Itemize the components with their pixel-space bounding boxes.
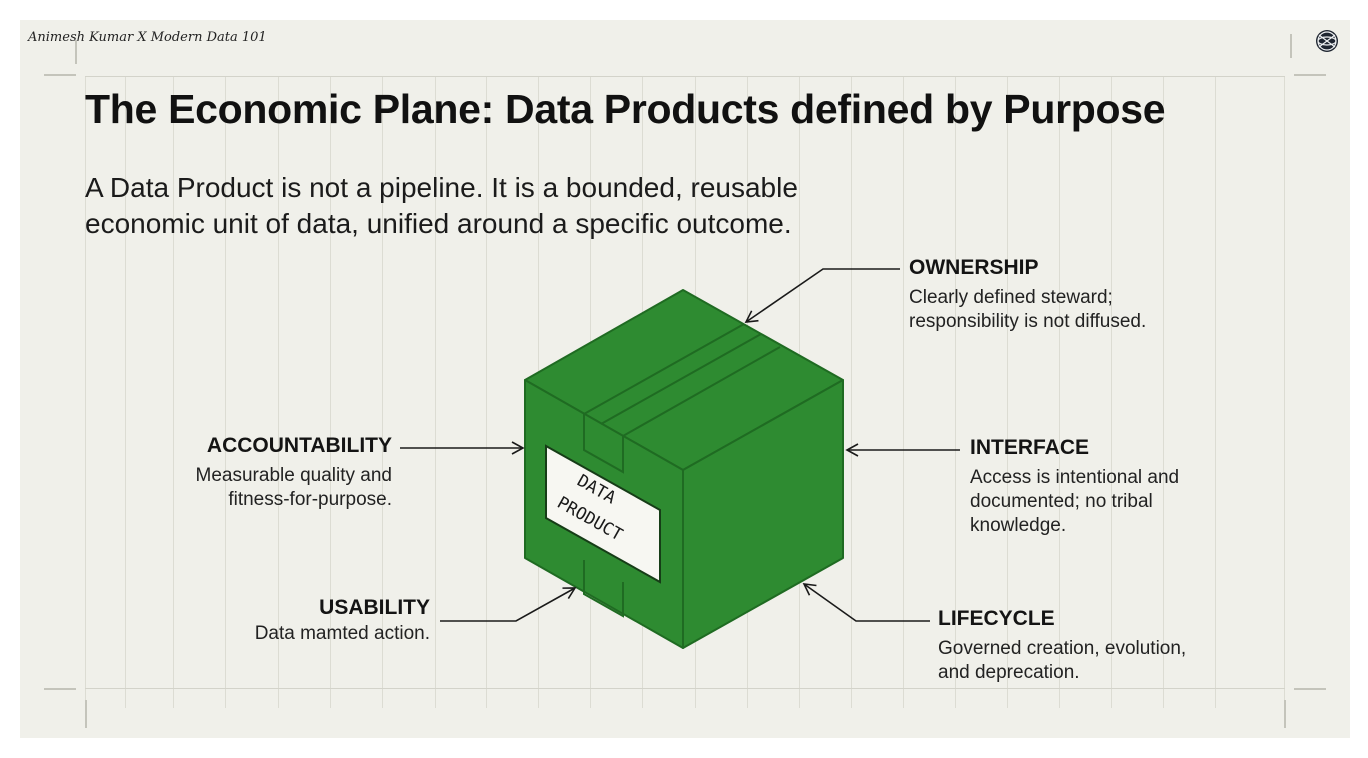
usability-callout: USABILITY Data mamted action.	[200, 596, 430, 646]
corner-mark	[44, 74, 76, 76]
interface-heading: INTERFACE	[970, 436, 1090, 459]
corner-mark	[1294, 74, 1326, 76]
interface-line: Access is intentional and	[970, 467, 1180, 488]
interface-description: Access is intentional and documented; no…	[970, 466, 1179, 538]
grid-line	[435, 76, 436, 708]
subtitle-line: economic unit of data, unified around a …	[85, 208, 792, 239]
accountability-heading: ACCOUNTABILITY	[206, 434, 392, 457]
subtitle: A Data Product is not a pipeline. It is …	[85, 170, 985, 242]
lifecycle-heading: LIFECYCLE	[938, 607, 1055, 630]
accountability-callout: ACCOUNTABILITY Measurable quality and fi…	[160, 434, 392, 512]
grid-line	[486, 76, 487, 708]
grid-line	[85, 76, 86, 708]
box-tape	[583, 323, 781, 437]
usability-heading: USABILITY	[319, 596, 430, 619]
interface-line: documented; no tribal	[970, 491, 1153, 512]
grid-line	[85, 688, 1285, 689]
lifecycle-connector	[802, 583, 930, 622]
box-label	[545, 444, 661, 584]
ownership-line: Clearly defined steward;	[909, 287, 1113, 308]
grid-line	[1007, 76, 1008, 708]
accountability-line: Measurable quality and	[195, 465, 392, 486]
grid-line	[85, 76, 1285, 77]
author-credit: Animesh Kumar X Modern Data 101	[28, 30, 267, 45]
interface-callout: INTERFACE Access is intentional and docu…	[970, 436, 1179, 538]
grid-line	[851, 76, 852, 708]
ownership-heading: OWNERSHIP	[909, 256, 1039, 279]
grid-line	[1215, 76, 1216, 708]
interface-line: knowledge.	[970, 515, 1067, 536]
ownership-callout: OWNERSHIP Clearly defined steward; respo…	[909, 256, 1146, 334]
data-product-diagram: DATA PRODUCT	[400, 268, 960, 649]
box-right-face	[682, 379, 844, 649]
box-tape-flap	[583, 414, 624, 618]
grid-line	[382, 76, 383, 708]
grid-line	[278, 76, 279, 708]
corner-mark	[85, 700, 87, 728]
lifecycle-description: Governed creation, evolution, and deprec…	[938, 637, 1186, 685]
lifecycle-line: Governed creation, evolution,	[938, 638, 1187, 659]
accountability-description: Measurable quality and fitness-for-purpo…	[160, 464, 392, 512]
grid-line	[330, 76, 331, 708]
grid-line	[955, 76, 956, 708]
ownership-connector	[744, 268, 900, 323]
page-title: The Economic Plane: Data Products define…	[85, 86, 1166, 132]
grid-line	[225, 76, 226, 708]
corner-mark	[1294, 688, 1326, 690]
corner-mark	[75, 40, 77, 64]
grid-line	[1059, 76, 1060, 708]
globe-network-icon	[1316, 30, 1338, 52]
corner-mark	[44, 688, 76, 690]
grid-line	[173, 76, 174, 708]
corner-mark	[1284, 700, 1286, 728]
usability-description: Data mamted action.	[200, 622, 430, 646]
grid-line	[1163, 76, 1164, 708]
lifecycle-callout: LIFECYCLE Governed creation, evolution, …	[938, 607, 1186, 685]
grid-line	[1111, 76, 1112, 708]
ownership-line: responsibility is not diffused.	[909, 311, 1147, 332]
subtitle-line: A Data Product is not a pipeline. It is …	[85, 172, 798, 203]
grid-line	[1284, 76, 1285, 708]
accountability-line: fitness-for-purpose.	[228, 489, 392, 510]
grid-line	[903, 76, 904, 708]
grid-line	[125, 76, 126, 708]
lifecycle-line: and deprecation.	[938, 662, 1080, 683]
usability-connector	[440, 587, 577, 622]
usability-line: Data mamted action.	[254, 623, 430, 644]
slide-canvas: Animesh Kumar X Modern Data 101 The Econ…	[20, 20, 1350, 738]
ownership-description: Clearly defined steward; responsibility …	[909, 286, 1146, 334]
corner-mark	[1290, 34, 1292, 58]
